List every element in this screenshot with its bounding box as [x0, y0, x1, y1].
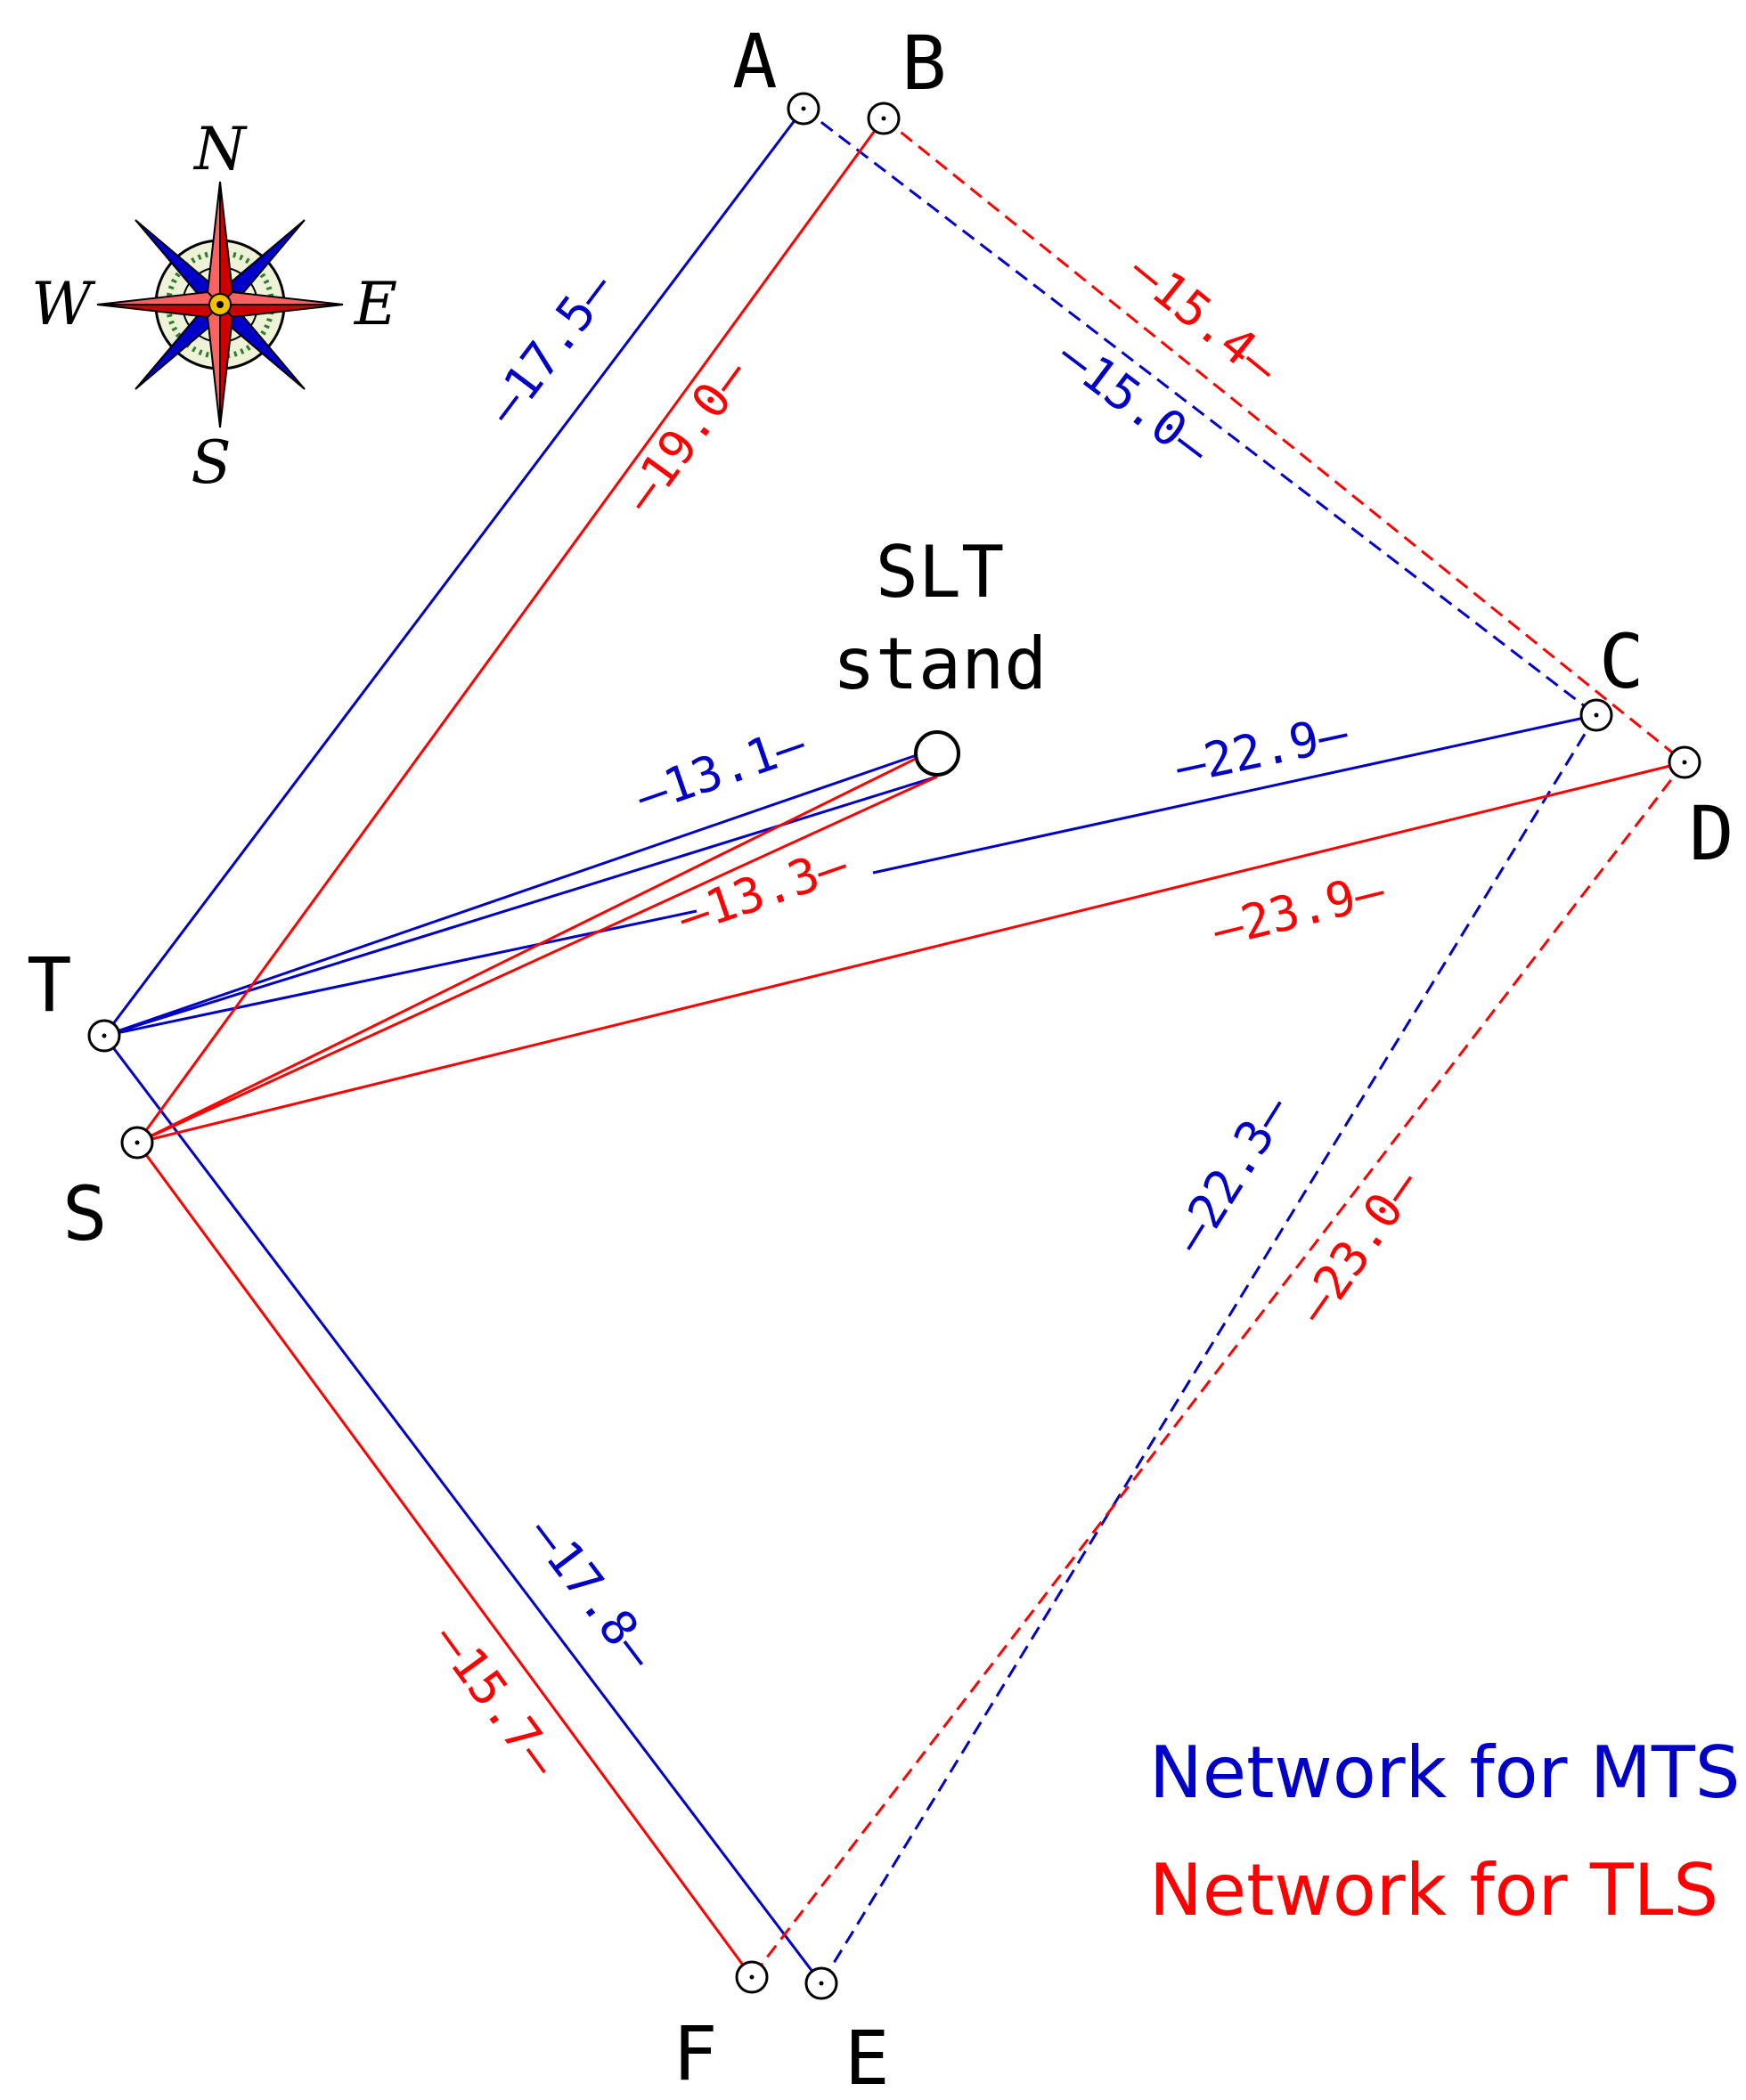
compass-east-label: E	[354, 270, 397, 338]
line-c-e	[820, 714, 1598, 1984]
measure-t-slt: –13.1–	[629, 715, 812, 825]
line-d-f	[750, 761, 1686, 1978]
point-b-label: B	[902, 20, 947, 107]
point-a-marker	[787, 92, 820, 126]
line-s-slt-upper	[136, 746, 938, 1144]
line-t-e	[102, 1035, 823, 1984]
point-b-marker	[867, 102, 901, 135]
line-t-c-a	[103, 909, 698, 1038]
point-s-marker	[120, 1126, 154, 1160]
measure-sb: –19.0–	[612, 348, 760, 522]
measure-ac: –15.0–	[1048, 327, 1220, 476]
point-d-label: D	[1689, 790, 1734, 877]
compass-rose-icon: N S E W	[31, 115, 397, 497]
line-b-d	[883, 117, 1685, 764]
slt-stand-marker	[914, 730, 960, 777]
survey-points	[87, 92, 1701, 2000]
line-s-b	[135, 118, 885, 1144]
slt-label-line2: stand	[833, 623, 1048, 705]
measure-sd: –23.9–	[1207, 862, 1390, 958]
compass-south-label: S	[191, 428, 231, 497]
legend: Network for MTS Network for TLS	[1149, 1731, 1741, 1932]
measure-ce: –22.3–	[1162, 1085, 1301, 1262]
point-a-label: A	[732, 18, 778, 105]
line-s-f	[135, 1142, 754, 1978]
measure-bd: –15.4–	[1119, 242, 1290, 395]
measure-te: –17.8–	[518, 1507, 667, 1680]
slt-label-line1: SLT	[876, 531, 1005, 614]
measure-s-slt: –13.3–	[671, 836, 853, 946]
point-c-label: C	[1599, 618, 1644, 705]
line-s-slt-lower	[136, 775, 938, 1144]
legend-mts: Network for MTS	[1149, 1731, 1741, 1814]
measure-ta: –17.5–	[475, 262, 624, 435]
point-t-marker	[87, 1019, 121, 1053]
line-t-a	[102, 108, 805, 1037]
point-labels: A B C D E F T S SLT stand	[27, 18, 1734, 2100]
point-e-marker	[804, 1966, 838, 2000]
point-d-marker	[1668, 745, 1701, 779]
point-f-marker	[735, 1960, 769, 1994]
measure-df: –23.0–	[1285, 1159, 1432, 1333]
point-e-label: E	[844, 2015, 890, 2096]
point-s-label: S	[62, 1170, 108, 1258]
measurement-labels: –17.5– –19.0– –15.0– –15.4– –13.1– –13.3…	[422, 242, 1432, 1787]
legend-tls: Network for TLS	[1149, 1849, 1718, 1932]
line-t-slt-lower	[103, 775, 938, 1038]
line-t-slt-upper	[103, 746, 938, 1038]
line-t-c-b	[872, 713, 1597, 875]
line-a-c	[803, 107, 1597, 717]
measure-tc: –22.9–	[1171, 704, 1352, 795]
point-t-label: T	[27, 941, 72, 1029]
point-f-label: F	[673, 2010, 718, 2096]
mts-network-lines	[102, 107, 1598, 1984]
point-c-marker	[1579, 698, 1613, 732]
compass-west-label: W	[31, 270, 96, 338]
line-s-d	[136, 761, 1685, 1144]
tls-network-lines	[135, 117, 1686, 1978]
compass-north-label: N	[192, 115, 248, 183]
